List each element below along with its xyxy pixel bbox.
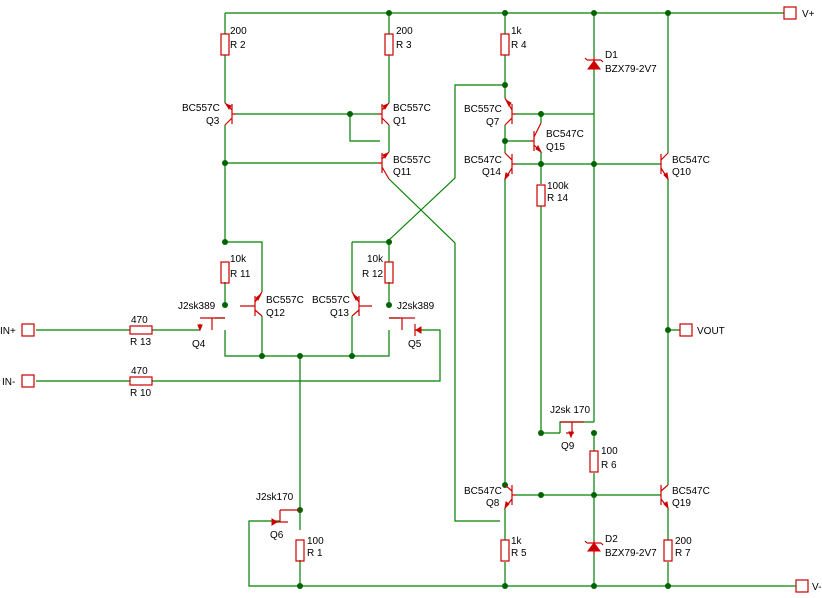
resistor-r10: 470 R 10 — [129, 366, 153, 399]
resistor-r1: 100 R 1 — [295, 536, 324, 562]
svg-text:Q5: Q5 — [408, 339, 422, 350]
transistor-q1: BC557C Q1 — [378, 102, 431, 127]
svg-text:Q13: Q13 — [330, 308, 349, 319]
resistor-r2: 200 R 2 — [220, 26, 247, 56]
jfet-q6: J2sk170 Q6 — [256, 492, 300, 541]
svg-text:R 4: R 4 — [511, 40, 527, 51]
transistor-q8: BC547C Q8 — [464, 484, 516, 510]
transistor-q12: BC557C Q12 — [240, 291, 304, 319]
svg-text:470: 470 — [131, 366, 148, 377]
port-inminus: IN- — [2, 374, 35, 388]
svg-text:D1: D1 — [605, 50, 618, 61]
svg-text:Q4: Q4 — [192, 339, 206, 350]
svg-text:100: 100 — [307, 536, 324, 547]
svg-text:R 5: R 5 — [511, 548, 527, 559]
svg-text:1k: 1k — [511, 536, 523, 547]
resistor-r14: 100k R 14 — [536, 181, 570, 207]
port-vplus: V+ — [783, 6, 815, 20]
resistor-r11: 10k R 11 — [220, 254, 251, 284]
svg-text:Q14: Q14 — [482, 167, 501, 178]
svg-text:D2: D2 — [605, 534, 618, 545]
svg-text:R 1: R 1 — [307, 548, 323, 559]
resistor-r4: 1k R 4 — [500, 26, 527, 56]
transistor-q7: BC557C Q7 — [464, 97, 516, 128]
svg-text:R 6: R 6 — [601, 460, 617, 471]
svg-text:Q11: Q11 — [393, 167, 412, 178]
svg-text:200: 200 — [230, 26, 247, 37]
svg-text:BC547C: BC547C — [464, 155, 502, 166]
svg-text:100k: 100k — [547, 181, 570, 192]
svg-text:BC547C: BC547C — [464, 486, 502, 497]
svg-text:BC547C: BC547C — [546, 129, 584, 140]
svg-text:Q3: Q3 — [206, 116, 220, 127]
svg-text:Q12: Q12 — [266, 308, 285, 319]
svg-text:Q19: Q19 — [672, 498, 691, 509]
jfet-q9: J2sk 170 Q9 — [550, 405, 590, 452]
svg-text:BZX79-2V7: BZX79-2V7 — [605, 64, 657, 75]
svg-text:R 2: R 2 — [230, 40, 246, 51]
transistor-q14: BC547C Q14 — [464, 152, 516, 181]
transistor-q15: BC547C Q15 — [530, 122, 584, 154]
svg-text:10k: 10k — [367, 254, 384, 265]
svg-text:Q1: Q1 — [393, 116, 407, 127]
transistor-q13: BC557C Q13 — [312, 291, 372, 319]
svg-text:Q7: Q7 — [486, 117, 500, 128]
svg-text:Q9: Q9 — [561, 441, 575, 452]
svg-text:470: 470 — [131, 315, 148, 326]
svg-text:R 3: R 3 — [396, 40, 412, 51]
jfet-q5: J2sk389 Q5 — [389, 301, 435, 350]
resistor-r5: 1k R 5 — [500, 536, 527, 562]
transistor-q11: BC557C Q11 — [378, 151, 431, 180]
svg-text:J2sk 170: J2sk 170 — [550, 405, 590, 416]
svg-text:R 7: R 7 — [675, 548, 691, 559]
svg-text:R 11: R 11 — [230, 269, 251, 280]
svg-text:BC547C: BC547C — [672, 155, 710, 166]
resistor-r3: 200 R 3 — [384, 26, 413, 56]
svg-text:R 10: R 10 — [130, 388, 152, 399]
port-inplus: IN+ — [0, 323, 35, 337]
port-inplus-label: IN+ — [0, 326, 16, 337]
svg-text:Q8: Q8 — [486, 498, 500, 509]
svg-text:200: 200 — [675, 536, 692, 547]
resistor-r12: 10k R 12 — [362, 254, 394, 284]
resistor-r13: 470 R 13 — [129, 315, 153, 348]
svg-text:BC557C: BC557C — [266, 295, 304, 306]
svg-text:J2sk170: J2sk170 — [256, 492, 294, 503]
svg-text:BC547C: BC547C — [672, 486, 710, 497]
svg-text:R 12: R 12 — [362, 269, 384, 280]
svg-text:Q15: Q15 — [546, 142, 565, 153]
port-vminus: V- — [784, 579, 821, 593]
svg-text:R 14: R 14 — [547, 193, 569, 204]
svg-text:10k: 10k — [230, 254, 247, 265]
svg-text:J2sk389: J2sk389 — [397, 301, 435, 312]
svg-text:200: 200 — [396, 26, 413, 37]
zener-d2: D2 BZX79-2V7 — [584, 534, 657, 559]
resistor-r6: 100 R 6 — [589, 446, 618, 473]
port-vplus-label: V+ — [802, 9, 815, 20]
svg-text:BC557C: BC557C — [182, 103, 220, 114]
svg-text:BC557C: BC557C — [312, 295, 350, 306]
svg-text:BZX79-2V7: BZX79-2V7 — [605, 548, 657, 559]
svg-text:R 13: R 13 — [130, 337, 152, 348]
zener-d1: D1 BZX79-2V7 — [584, 50, 657, 75]
svg-text:Q10: Q10 — [672, 167, 691, 178]
transistor-q10: BC547C Q10 — [660, 152, 710, 181]
svg-text:BC557C: BC557C — [393, 155, 431, 166]
svg-text:1k: 1k — [511, 26, 523, 37]
port-vout: VOUT — [679, 323, 725, 337]
transistor-q19: BC547C Q19 — [660, 484, 710, 510]
port-vminus-label: V- — [812, 582, 821, 593]
svg-text:BC557C: BC557C — [464, 104, 502, 115]
svg-text:100: 100 — [601, 446, 618, 457]
port-vout-label: VOUT — [697, 326, 725, 337]
jfet-q4: J2sk389 Q4 — [178, 301, 225, 350]
transistor-q3: BC557C Q3 — [182, 102, 236, 127]
svg-text:Q6: Q6 — [270, 530, 284, 541]
svg-text:J2sk389: J2sk389 — [178, 301, 216, 312]
svg-text:BC557C: BC557C — [393, 103, 431, 114]
port-inminus-label: IN- — [2, 377, 15, 388]
resistor-r7: 200 R 7 — [663, 536, 692, 562]
